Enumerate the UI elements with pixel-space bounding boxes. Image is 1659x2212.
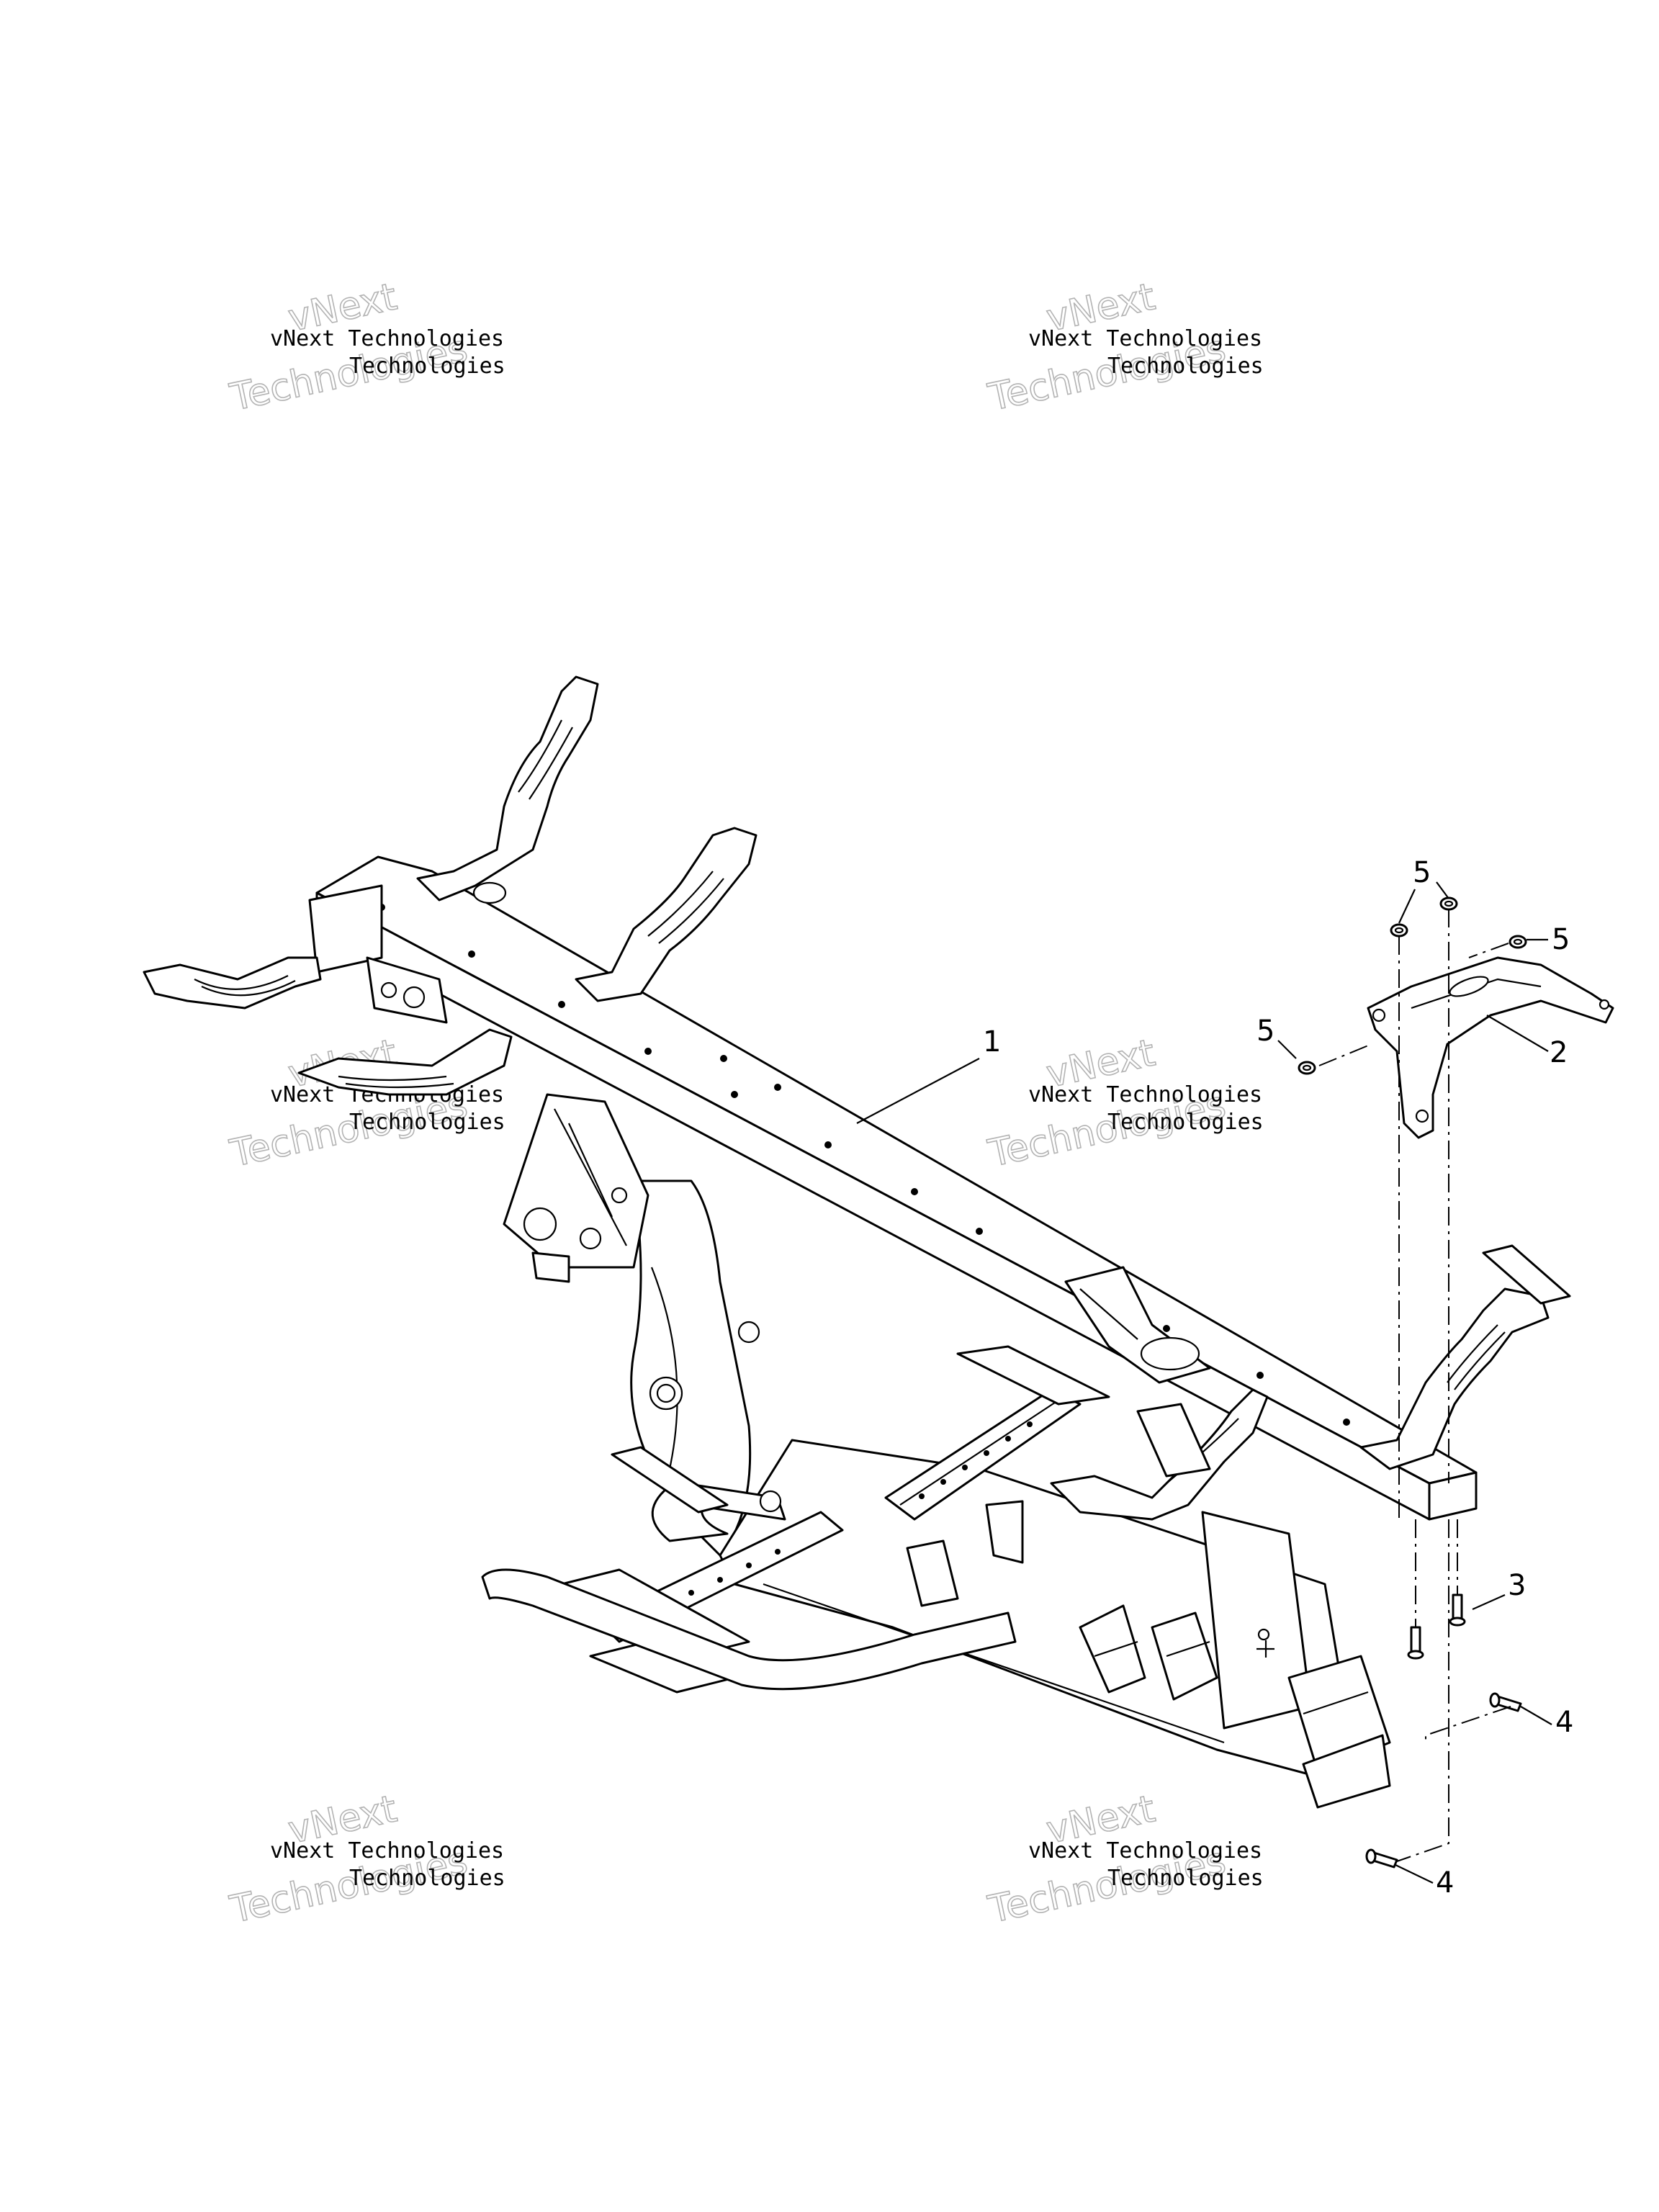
left-hanger-gusset — [503, 1093, 649, 1283]
perforated-cross-member-upper — [884, 1345, 1110, 1521]
callout-2: 2 — [1550, 1036, 1568, 1069]
assembly-lines — [1318, 909, 1511, 1862]
bolt-horizontal-lower — [1365, 1848, 1398, 1869]
callout-1: 1 — [983, 1025, 1001, 1058]
center-lower-arm — [1050, 1388, 1269, 1521]
center-upper-bracket — [1064, 1266, 1211, 1384]
svg-text:vNext Technologies: vNext Technologies — [270, 326, 504, 351]
bolt-right — [1449, 1593, 1466, 1627]
callout-4-upper: 4 — [1555, 1706, 1573, 1739]
svg-text:vNext Technologies: vNext Technologies — [1028, 326, 1262, 351]
bolt-left — [1407, 1626, 1424, 1660]
leader-lines — [856, 881, 1552, 1884]
main-frame-beam — [315, 855, 1478, 1521]
watermark-top-left: vNext Technologies vNext Technologies Te… — [225, 275, 505, 421]
callout-5-top: 5 — [1413, 856, 1431, 889]
callout-3: 3 — [1508, 1569, 1526, 1602]
svg-text:vNext Technologies: vNext Technologies — [1028, 1838, 1262, 1863]
center-gussets — [906, 1500, 1218, 1701]
svg-text:Technologies: Technologies — [1107, 1866, 1264, 1891]
nut-right — [1509, 935, 1527, 949]
svg-text:vNext Technologies: vNext Technologies — [1028, 1082, 1262, 1107]
svg-text:Technologies: Technologies — [1107, 1110, 1264, 1135]
lower-left-arm — [297, 1028, 513, 1096]
upper-left-arm — [143, 956, 322, 1010]
bolt-horizontal-upper — [1489, 1692, 1522, 1712]
svg-text:Technologies: Technologies — [349, 354, 505, 379]
upper-mount-bracket — [1367, 956, 1614, 1139]
front-bumper-tube — [481, 1568, 1017, 1691]
nut-left — [1298, 1061, 1316, 1075]
svg-text:Technologies: Technologies — [349, 1110, 505, 1135]
svg-text:Technologies: Technologies — [349, 1866, 505, 1891]
callout-5-right: 5 — [1552, 923, 1570, 956]
perforated-cross-member-lower — [560, 1511, 844, 1694]
watermark-bottom-right: vNext Technologies vNext Technologies Te… — [984, 1787, 1264, 1933]
watermark-middle-right: vNext Technologies vNext Technologies Te… — [984, 1031, 1264, 1177]
upper-rear-arm-left — [416, 675, 599, 904]
nut-upper-left — [1390, 923, 1408, 938]
nut-upper-right — [1439, 896, 1458, 911]
callout-5-left: 5 — [1256, 1015, 1274, 1048]
svg-text:Technologies: Technologies — [1107, 354, 1264, 379]
upper-rear-arm-center — [575, 827, 757, 1002]
callout-4-lower: 4 — [1436, 1866, 1454, 1899]
watermark-top-right: vNext Technologies vNext Technologies Te… — [984, 275, 1264, 421]
watermark-bottom-left: vNext Technologies vNext Technologies Te… — [225, 1787, 505, 1933]
right-rear-arm — [1359, 1244, 1571, 1470]
svg-text:vNext Technologies: vNext Technologies — [270, 1838, 504, 1863]
left-end-bracket — [308, 884, 448, 1024]
tow-shackle — [611, 1446, 786, 1542]
